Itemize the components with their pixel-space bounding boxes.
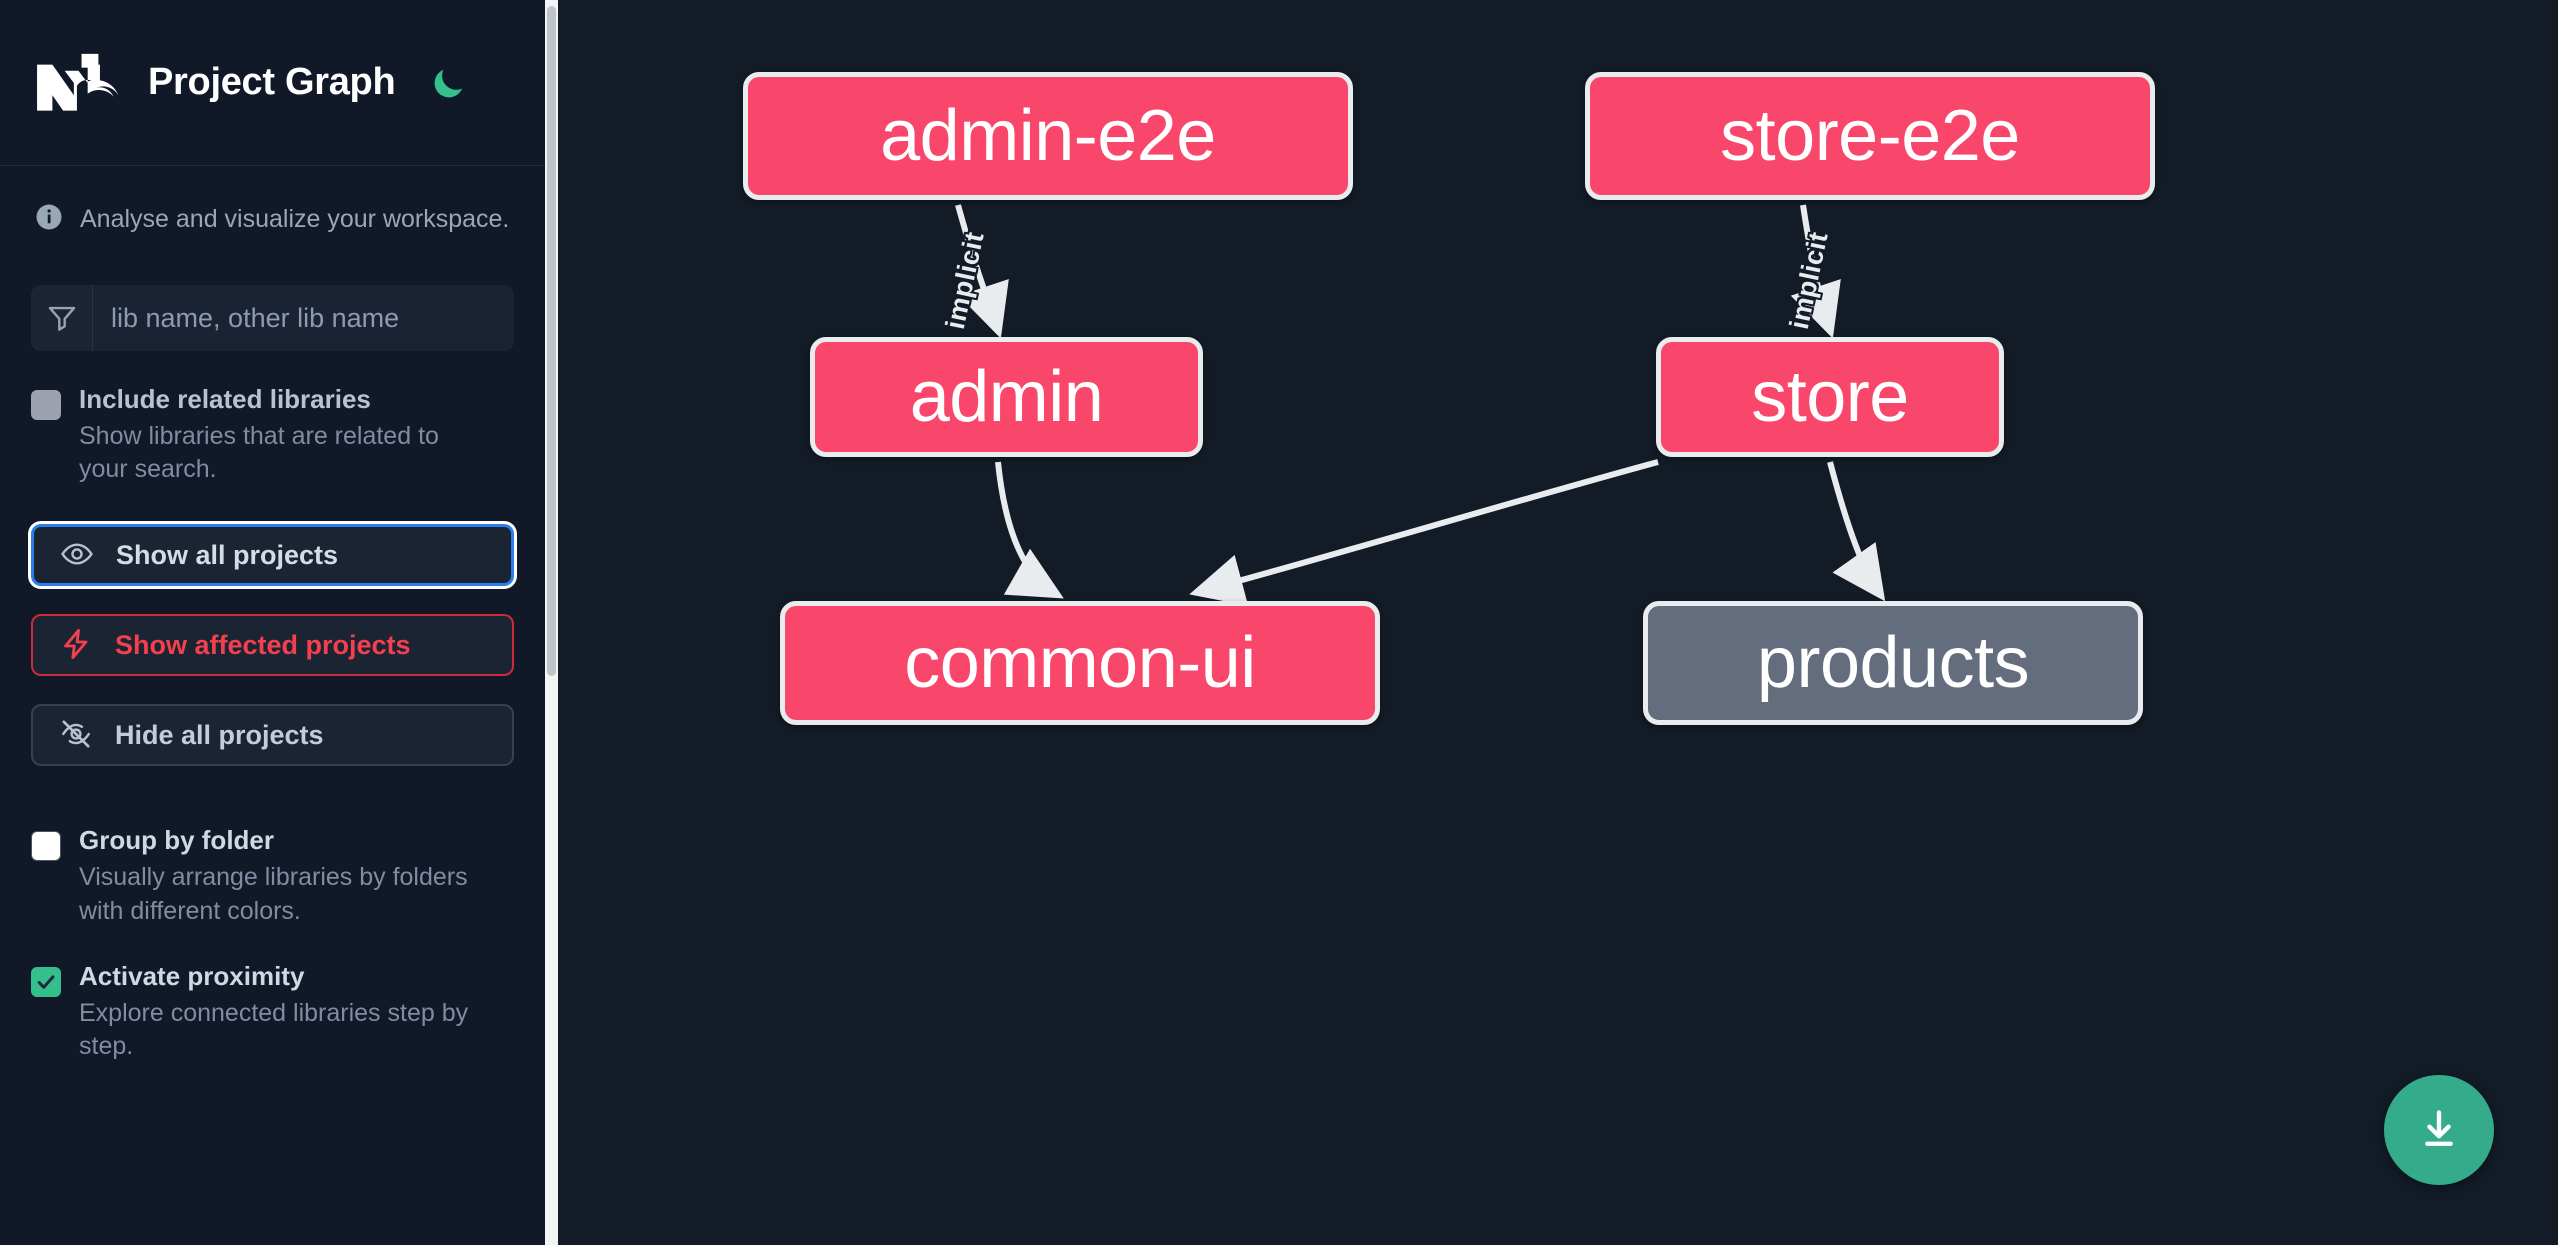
- option-activate-proximity[interactable]: Activate proximity Explore connected lib…: [31, 960, 514, 1063]
- button-label: Show all projects: [116, 539, 339, 570]
- node-label: admin: [909, 357, 1104, 437]
- sidebar: Project Graph Analyse and visualize yo: [0, 0, 558, 1245]
- nx-logo-icon: [34, 52, 126, 114]
- tagline: Analyse and visualize your workspace.: [0, 166, 545, 242]
- option-title: Group by folder: [79, 825, 274, 856]
- button-label: Hide all projects: [115, 719, 324, 750]
- show-all-projects-button[interactable]: Show all projects: [31, 524, 514, 587]
- graph-node-products[interactable]: products: [1643, 601, 2143, 725]
- download-image-button[interactable]: [2384, 1075, 2494, 1185]
- search-input[interactable]: [93, 285, 514, 351]
- option-include-related-libraries[interactable]: Include related libraries Show libraries…: [31, 384, 514, 486]
- info-icon: [34, 202, 64, 237]
- node-label: store: [1751, 357, 1909, 437]
- node-label: admin-e2e: [880, 96, 1216, 176]
- graph-node-admin[interactable]: admin: [810, 337, 1203, 457]
- graph-edges: [955, 204, 1886, 606]
- hide-all-projects-button[interactable]: Hide all projects: [31, 704, 514, 767]
- include-related-libraries-checkbox[interactable]: [31, 390, 61, 420]
- graph-node-common-ui[interactable]: common-ui: [780, 601, 1380, 725]
- option-description: Show libraries that are related to your …: [79, 421, 439, 484]
- show-affected-projects-button[interactable]: Show affected projects: [31, 614, 514, 677]
- eye-off-icon: [59, 717, 93, 754]
- node-label: common-ui: [904, 623, 1256, 703]
- edge-store-e2e-store: [1790, 204, 1841, 339]
- group-by-folder-checkbox[interactable]: [31, 831, 61, 862]
- option-title: Include related libraries: [79, 384, 371, 414]
- eye-icon: [60, 537, 94, 574]
- download-icon: [2425, 1110, 2453, 1146]
- button-label: Show affected projects: [115, 629, 411, 660]
- graph-node-store-e2e[interactable]: store-e2e: [1585, 72, 2155, 200]
- node-label: products: [1756, 623, 2030, 703]
- tagline-text: Analyse and visualize your workspace.: [80, 204, 510, 233]
- edge-admin-e2e-admin: [955, 204, 1009, 339]
- page-title: Project Graph: [148, 61, 396, 103]
- search-bar[interactable]: [31, 285, 514, 351]
- option-title: Activate proximity: [79, 960, 305, 991]
- edge-store-products: [1827, 461, 1886, 602]
- graph-node-admin-e2e[interactable]: admin-e2e: [743, 72, 1353, 200]
- project-graph-canvas[interactable]: admin-e2e store-e2e admin store common-u…: [558, 0, 2558, 1245]
- edge-admin-common-ui: [995, 461, 1064, 599]
- lightning-icon: [59, 627, 93, 664]
- edge-store-common-ui: [1189, 459, 1659, 606]
- moon-icon[interactable]: [425, 60, 471, 106]
- sidebar-header: Project Graph: [0, 0, 545, 166]
- sidebar-scrollbar[interactable]: [545, 0, 558, 1245]
- sidebar-scrollbar-thumb[interactable]: [547, 6, 556, 676]
- option-description: Visually arrange libraries by folders wi…: [79, 863, 468, 925]
- activate-proximity-checkbox[interactable]: [31, 966, 61, 997]
- graph-node-store[interactable]: store: [1656, 337, 2004, 457]
- option-group-by-folder[interactable]: Group by folder Visually arrange librari…: [31, 825, 514, 927]
- filter-funnel-icon[interactable]: [31, 285, 93, 351]
- option-description: Explore connected libraries step by step…: [79, 998, 469, 1060]
- node-label: store-e2e: [1720, 96, 2020, 176]
